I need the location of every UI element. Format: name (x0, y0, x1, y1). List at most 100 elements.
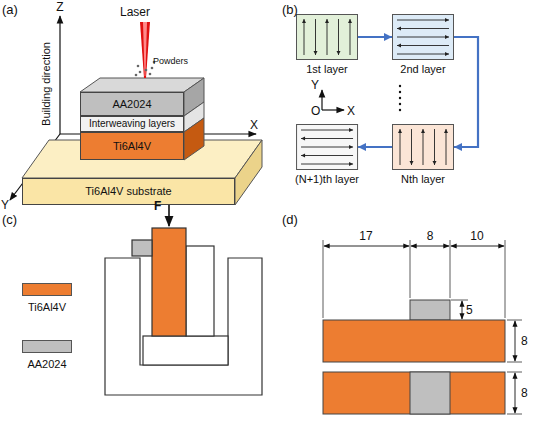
annotation: O (311, 104, 320, 118)
scan-track (304, 19, 305, 55)
laser-beam (140, 22, 150, 78)
scan-track (397, 54, 449, 55)
extension-line (323, 240, 324, 318)
aa-deposit (132, 240, 152, 256)
powder (149, 73, 152, 76)
scan-track (411, 129, 412, 165)
track-arrow (348, 19, 352, 23)
track-arrow (349, 128, 353, 132)
dot (399, 109, 401, 111)
track-arrow (398, 129, 402, 133)
extension-line (507, 372, 522, 373)
dimension-line (515, 373, 516, 413)
dimension-line (515, 321, 516, 361)
annotation: (b) (282, 2, 298, 17)
annotation: 8 (427, 229, 434, 243)
flow-arrow (358, 143, 392, 151)
box-text: Interweaving layers (89, 118, 175, 130)
scan-track (434, 129, 435, 165)
powder (151, 67, 154, 70)
extension-line (451, 300, 468, 301)
aa-deposit (410, 300, 450, 320)
box-text: Ti6Al4V substrate (85, 185, 171, 198)
dimension-line (324, 246, 409, 247)
extension-line (410, 240, 411, 298)
annotation: Building direction (40, 42, 53, 126)
flow-arrow (358, 33, 392, 41)
scan-layer: 1st layer (296, 14, 358, 76)
ellipsis-dots (399, 85, 401, 111)
scan-track (423, 129, 424, 165)
substrate-side (235, 140, 262, 205)
scan-track (397, 45, 449, 46)
scan-layer: Nth layer (392, 124, 454, 186)
legend-text: AA2024 (27, 357, 66, 371)
fixture-block (186, 246, 214, 336)
layer-box: AA2024 (80, 92, 184, 116)
annotation: X (250, 118, 258, 132)
scan-track (397, 37, 449, 38)
scan-track (301, 138, 353, 139)
track-arrow (445, 35, 449, 39)
scan-track (446, 129, 447, 165)
track-arrow (301, 137, 305, 141)
scan-track (301, 147, 353, 148)
extension-line (507, 320, 522, 321)
track-arrow (433, 161, 437, 165)
laser-core (143, 22, 147, 76)
x-axis (322, 109, 344, 110)
track-arrow (397, 44, 401, 48)
track-arrow (421, 129, 425, 133)
powder-dots (135, 61, 156, 77)
arrowhead (358, 143, 366, 151)
layer-square (296, 124, 358, 170)
layer-label: 1st layer (306, 63, 348, 76)
legend-text: Ti6Al4V (28, 300, 66, 314)
layer-label: (N+1)th layer (295, 173, 359, 186)
track-arrow (349, 162, 353, 166)
annotation: 8 (521, 334, 528, 348)
dimension-line (411, 246, 449, 247)
legend-swatch (22, 283, 72, 296)
layer-label: 2nd layer (400, 63, 445, 76)
dot (399, 103, 401, 105)
scan-layer: (N+1)th layer (295, 124, 359, 186)
track-arrow (314, 51, 318, 55)
block-top (80, 78, 204, 92)
dimension-line (451, 246, 504, 247)
annotation: (d) (282, 212, 298, 227)
scan-track (397, 20, 449, 21)
scan-track (338, 19, 339, 55)
track-arrow (410, 161, 414, 165)
scan-track (301, 130, 353, 131)
layer-square (296, 14, 358, 60)
annotation: F (154, 199, 161, 213)
track-arrow (337, 51, 341, 55)
scan-tracks (297, 125, 357, 169)
dot (399, 91, 401, 93)
annotation: (a) (2, 2, 18, 17)
track-arrow (445, 52, 449, 56)
extension-lines (323, 240, 522, 414)
arrowhead (454, 143, 462, 151)
track-arrow (325, 19, 329, 23)
annotation: X (347, 104, 355, 118)
track-arrow (302, 19, 306, 23)
flow-arrow (454, 37, 478, 151)
annotation: Y (1, 198, 9, 212)
ti-side (184, 118, 204, 160)
layer-box: Ti6Al4V (80, 132, 184, 160)
layer-label: Nth layer (401, 173, 445, 186)
arrow-line (454, 37, 478, 147)
scan-tracks (297, 15, 357, 59)
annotation: Z (56, 0, 63, 14)
ti-bar (323, 372, 505, 414)
extension-line (507, 362, 522, 363)
extension-line (507, 414, 522, 415)
track-arrow (349, 145, 353, 149)
annotation: 17 (359, 229, 372, 243)
track-arrow (444, 129, 448, 133)
annotation: 5 (466, 303, 473, 317)
